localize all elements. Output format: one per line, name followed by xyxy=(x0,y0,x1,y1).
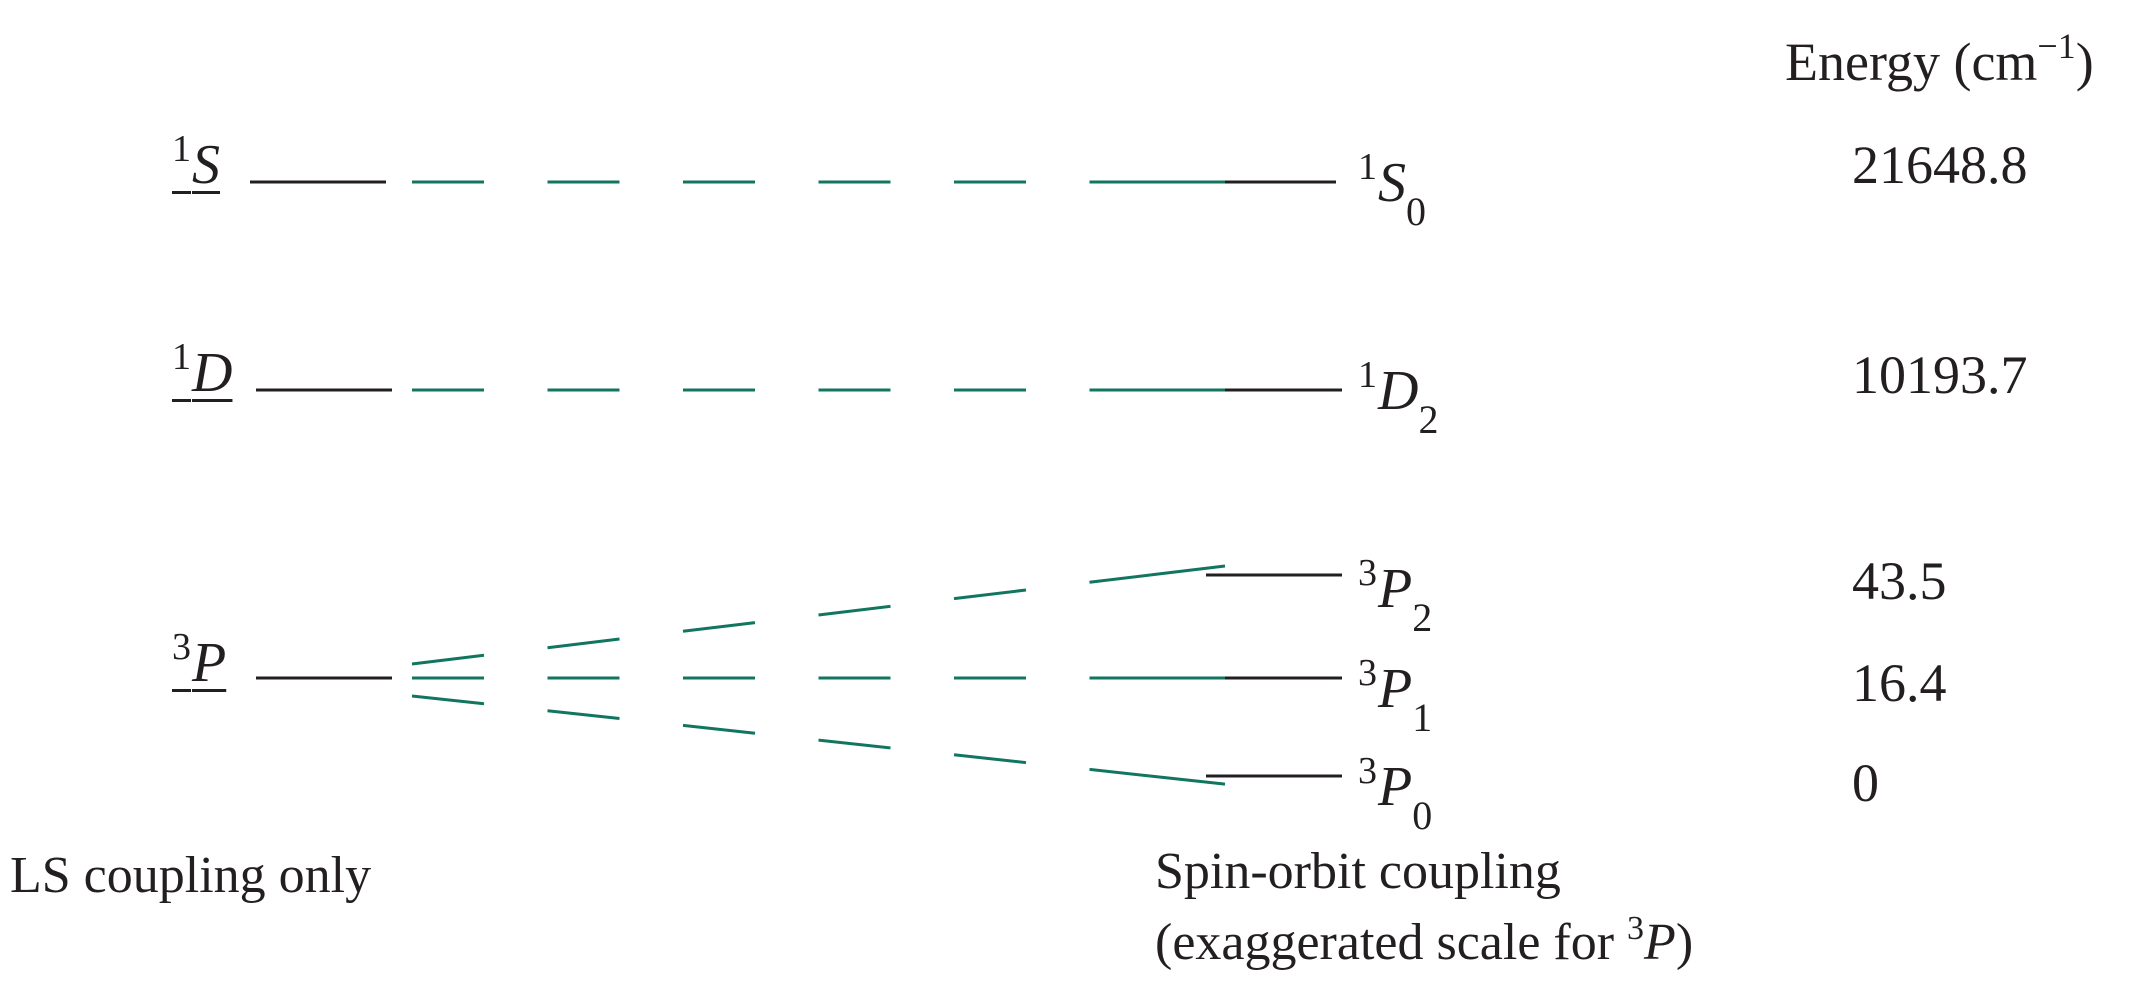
correlation-3P0-dash xyxy=(953,753,1027,765)
correlation-3P0-dash xyxy=(1149,774,1226,786)
energy-header-prefix: Energy (cm xyxy=(1785,32,2038,92)
energy-value-3P1: 16.4 xyxy=(1852,653,1947,713)
correlation-3P0-dash xyxy=(547,709,620,720)
left-term-1S: 1S xyxy=(172,130,220,193)
energy-header-suffix: ) xyxy=(2075,32,2094,92)
right-level-1S0: 1S0 xyxy=(1358,146,1426,234)
caption-spin-orbit-line2: (exaggerated scale for 3P) xyxy=(1155,910,1694,971)
caption-ls-coupling: LS coupling only xyxy=(10,847,372,904)
correlation-3P2-dash xyxy=(1089,573,1151,584)
correlation-3P0-dash xyxy=(1089,767,1151,778)
right-level-3P1: 3P1 xyxy=(1358,652,1433,740)
energy-axis-header: Energy (cm−1) xyxy=(1785,28,2094,89)
energy-header-exponent: −1 xyxy=(2037,26,2076,66)
correlation-3P2-dash xyxy=(818,604,891,617)
correlation-3P2-dash xyxy=(953,588,1027,601)
left-term-1S-superscript: 1 xyxy=(172,128,191,170)
right-level-3P0: 3P0 xyxy=(1358,750,1433,838)
energy-value-3P2: 43.5 xyxy=(1852,551,1947,611)
right-level-3P2: 3P2 xyxy=(1358,552,1433,640)
energy-value-1S0: 21648.8 xyxy=(1852,135,2028,195)
left-term-1D: 1D xyxy=(172,338,232,401)
caption-spin-orbit-line1: Spin-orbit coupling xyxy=(1155,843,1561,900)
left-term-3P-letter: P xyxy=(192,632,227,694)
correlation-3P2-dash xyxy=(547,637,620,650)
right-level-1D2: 1D2 xyxy=(1358,354,1439,442)
correlation-3P0-dash xyxy=(818,738,891,750)
energy-value-3P0: 0 xyxy=(1852,753,1879,813)
correlation-3P2-dash xyxy=(411,653,485,666)
left-term-3P: 3P xyxy=(172,628,226,691)
left-term-1D-letter: D xyxy=(192,342,233,404)
correlation-3P2-dash xyxy=(1149,564,1226,577)
left-term-1D-superscript: 1 xyxy=(172,336,191,378)
left-term-3P-superscript: 3 xyxy=(172,626,191,668)
correlation-3P0-dash xyxy=(682,723,756,735)
energy-value-1D2: 10193.7 xyxy=(1852,345,2028,405)
correlation-3P2-dash xyxy=(682,621,756,633)
correlation-3P0-dash xyxy=(411,694,485,706)
left-term-1S-letter: S xyxy=(192,134,220,196)
